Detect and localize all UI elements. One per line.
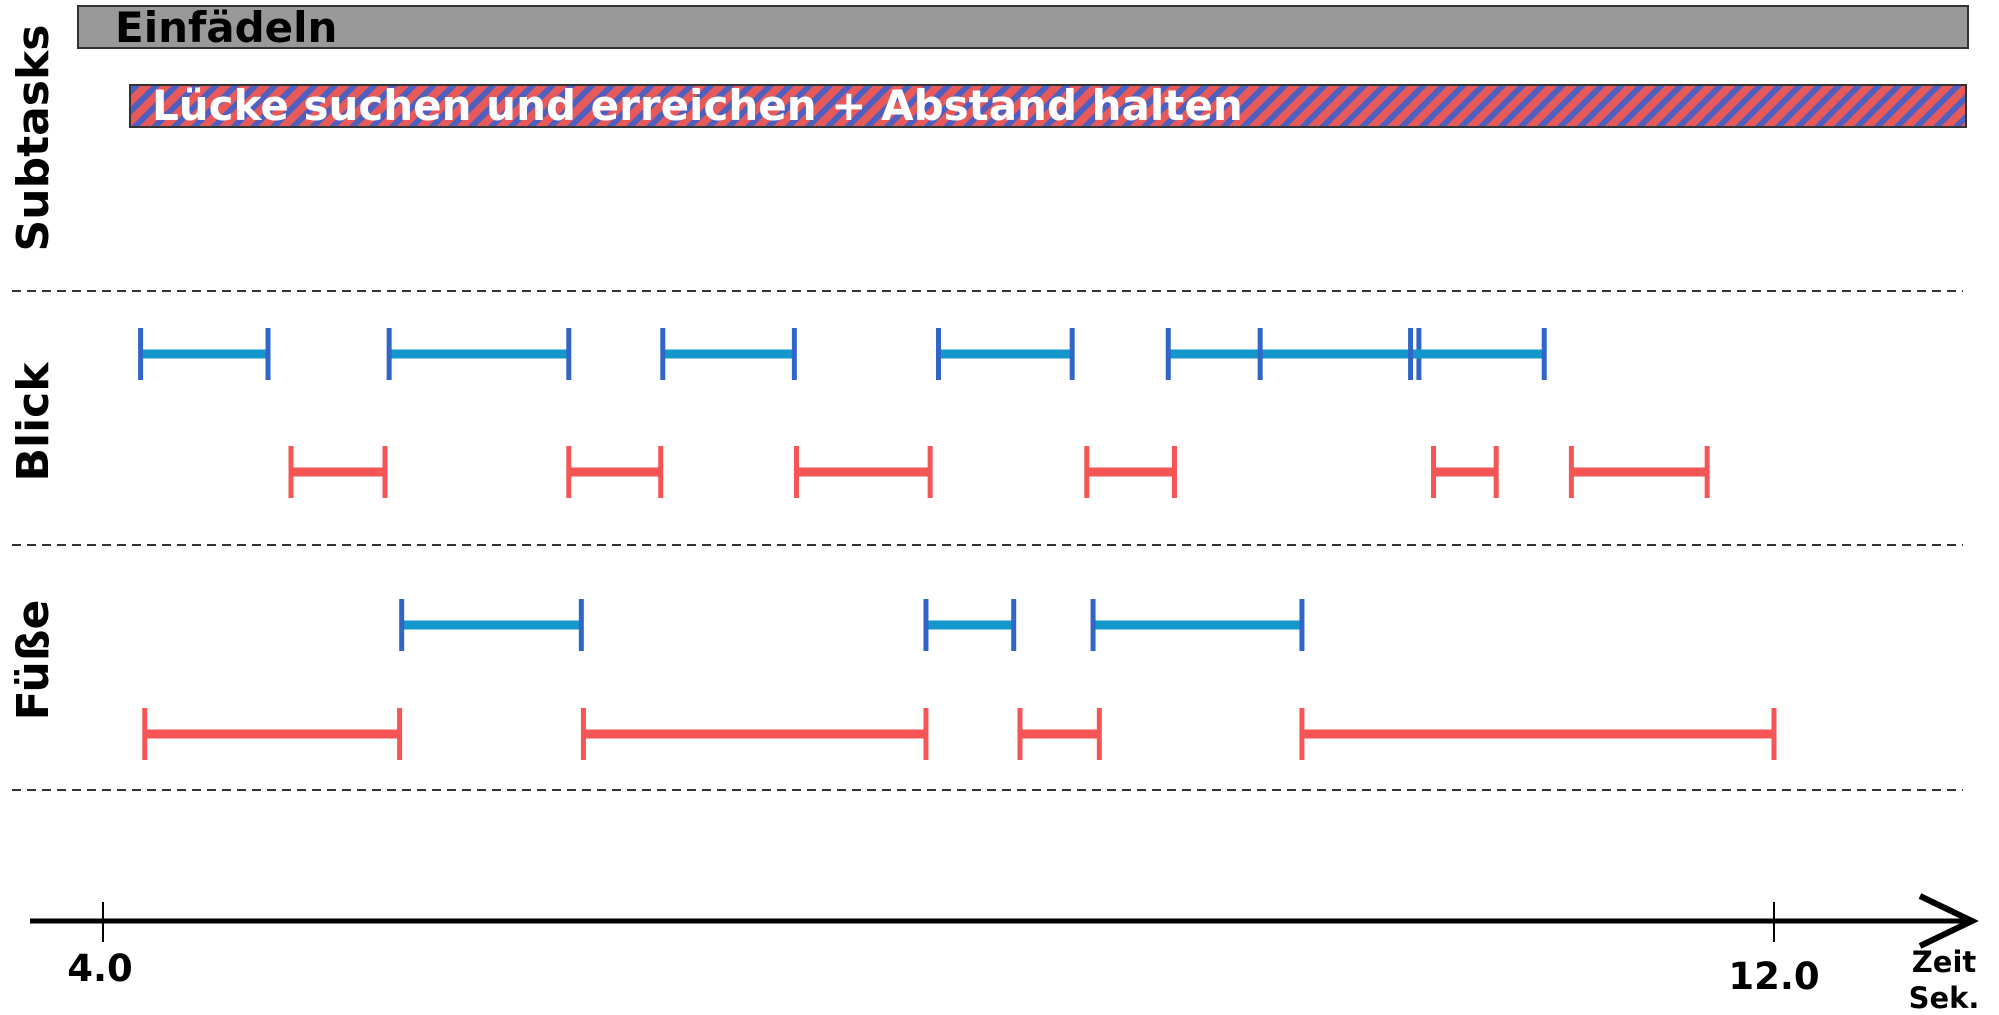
subtask-bar-einfaedeln xyxy=(77,5,1969,49)
row-label-blick: Blick xyxy=(8,361,59,482)
tick-label-end: 12.0 xyxy=(1728,955,1819,998)
subtask-bar-luecke xyxy=(129,84,1967,128)
axis-arrowhead xyxy=(1918,893,1979,949)
interval-group xyxy=(138,328,1777,760)
row-label-fuesse: Füße xyxy=(8,600,59,721)
subtask-label-luecke: Lücke suchen und erreichen + Abstand hal… xyxy=(152,81,1243,130)
row-label-subtasks: Subtasks xyxy=(8,25,59,252)
subtask-label-einfaedeln: Einfädeln xyxy=(115,3,337,52)
axis-unit-sek: Sek. xyxy=(1909,981,1980,1015)
tick-label-start: 4.0 xyxy=(67,947,133,990)
axis-unit-zeit: Zeit xyxy=(1912,945,1977,979)
